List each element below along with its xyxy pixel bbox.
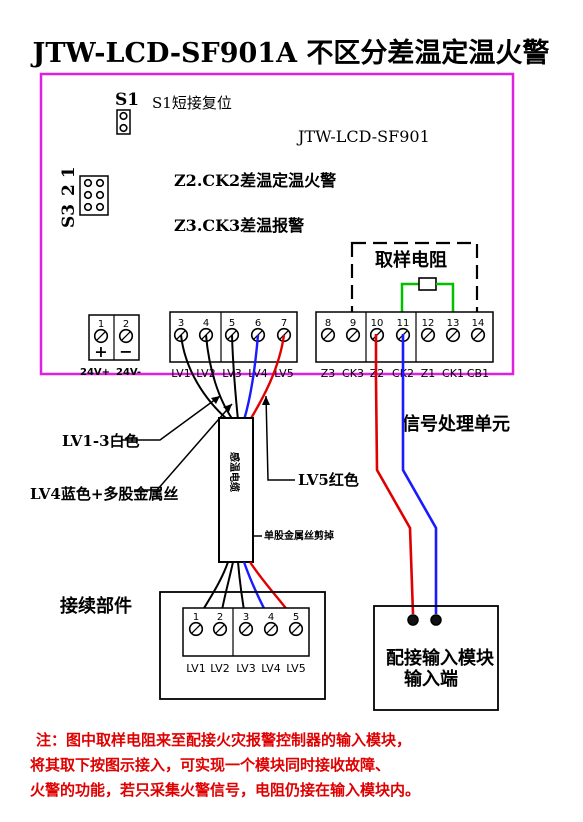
cable-label: 感温电缆 bbox=[228, 452, 241, 492]
terminal-number: 1 bbox=[193, 612, 199, 623]
resistor-symbol bbox=[418, 277, 437, 291]
terminal-label: CK1 bbox=[442, 367, 464, 380]
note-line1: 注：图中取样电阻来至配接火灾报警控制器的输入模块， bbox=[36, 731, 411, 749]
terminal-label: CB1 bbox=[467, 367, 489, 380]
module-line1: 配接输入模块 bbox=[386, 647, 495, 669]
power-label-24v-minus: 24V- bbox=[116, 367, 141, 378]
lv5-annotation: LV5红色 bbox=[298, 471, 359, 489]
s3-label: S3 bbox=[59, 204, 79, 228]
signal-unit-label: 信号处理单元 bbox=[402, 413, 510, 435]
terminal-number: 4 bbox=[268, 612, 274, 623]
splice-label: LV1 bbox=[186, 662, 205, 675]
terminal-number: 1 bbox=[98, 319, 104, 330]
splice-label: LV4 bbox=[261, 662, 280, 675]
terminal-2: 2− bbox=[118, 319, 134, 361]
board-outline bbox=[39, 72, 515, 376]
terminal-label: Z3 bbox=[321, 367, 336, 380]
splice-label: LV2 bbox=[210, 662, 229, 675]
terminal-number: 2 bbox=[217, 612, 223, 623]
lv4-annotation: LV4蓝色+多股金属丝 bbox=[30, 485, 178, 503]
terminal-number: 4 bbox=[203, 318, 209, 329]
power-label-24v-plus: 24V+ bbox=[80, 367, 110, 378]
terminal-number: 11 bbox=[397, 318, 410, 329]
polarity-sign: − bbox=[119, 342, 132, 361]
heat-sensing-cable bbox=[218, 417, 254, 563]
terminal-8: 8Z3 bbox=[321, 318, 336, 380]
terminal-number: 12 bbox=[422, 318, 435, 329]
terminal-number: 5 bbox=[293, 612, 299, 623]
splice-part-label: 接续部件 bbox=[60, 595, 132, 617]
terminal-number: 3 bbox=[243, 612, 249, 623]
s3-pin-numbers: 2 1 bbox=[59, 166, 79, 196]
terminal-number: 8 bbox=[325, 318, 331, 329]
terminal-label: Z1 bbox=[421, 367, 436, 380]
terminal-label: LV4 bbox=[248, 367, 267, 380]
s1-pin bbox=[119, 111, 128, 121]
terminal-label: LV3 bbox=[222, 367, 241, 380]
terminal-number: 14 bbox=[472, 318, 485, 329]
blue-signal-wire bbox=[401, 334, 438, 614]
terminal-label: LV5 bbox=[274, 367, 293, 380]
power-terminals: 1+2− bbox=[93, 319, 134, 361]
z3-description: Z3.CK3差温报警 bbox=[174, 216, 304, 235]
lv1-3-annotation: LV1-3白色 bbox=[62, 432, 140, 450]
s1-label: S1 bbox=[115, 90, 139, 110]
splice-part-box bbox=[159, 591, 326, 700]
terminal-number: 6 bbox=[255, 318, 261, 329]
module-terminals bbox=[407, 614, 442, 626]
terminal-label: LV1 bbox=[171, 367, 190, 380]
note-line3: 火警的功能，若只采集火警信号，电阻仍接在输入模块内。 bbox=[30, 781, 420, 799]
diagram-title: JTW-LCD-SF901A 不区分差温定温火警 bbox=[31, 37, 550, 69]
terminal-number: 10 bbox=[371, 318, 384, 329]
s1-pin bbox=[119, 123, 128, 133]
terminal-number: 3 bbox=[178, 318, 184, 329]
terminal-number: 7 bbox=[281, 318, 287, 329]
z2-description: Z2.CK2差温定温火警 bbox=[174, 171, 336, 190]
input-module-box bbox=[373, 605, 499, 711]
terminal-label: CK3 bbox=[342, 367, 364, 380]
terminal-number: 2 bbox=[123, 319, 129, 330]
splice-label: LV3 bbox=[236, 662, 255, 675]
module-line2: 输入端 bbox=[404, 668, 458, 690]
red-signal-wire bbox=[374, 334, 415, 615]
terminal-number: 5 bbox=[229, 318, 235, 329]
cut-wire-annotation: 单股金属丝剪掉 bbox=[264, 529, 334, 542]
polarity-sign: + bbox=[94, 342, 107, 361]
terminal-number: 9 bbox=[350, 318, 356, 329]
s1-description: S1短接复位 bbox=[152, 94, 232, 112]
splice-label: LV5 bbox=[286, 662, 305, 675]
s3-pins bbox=[83, 178, 105, 212]
resistor-label: 取样电阻 bbox=[375, 249, 447, 271]
note-line2: 将其取下按图示接入，可实现一个模块同时接收故障、 bbox=[30, 756, 390, 774]
lv-wires bbox=[180, 334, 286, 421]
terminal-1: 1+ bbox=[93, 319, 109, 361]
board-model: JTW-LCD-SF901 bbox=[296, 127, 430, 146]
terminal-number: 13 bbox=[447, 318, 460, 329]
